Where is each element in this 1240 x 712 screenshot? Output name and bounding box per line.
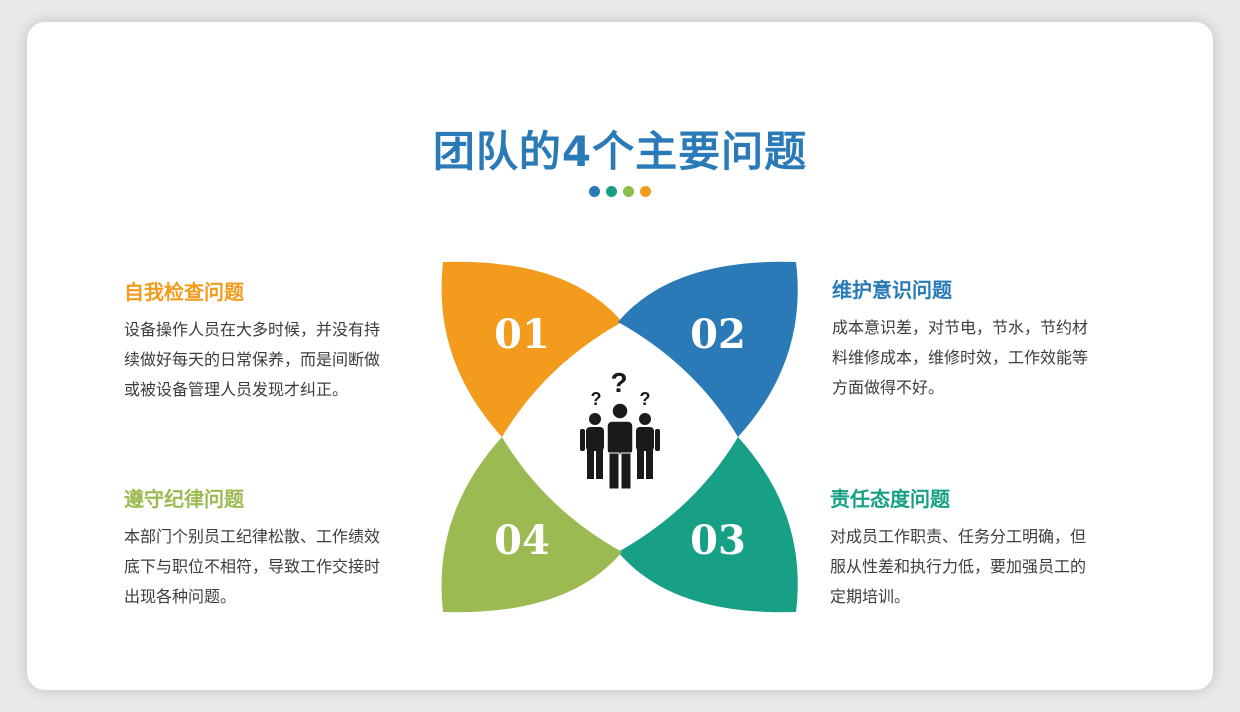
team-question-icon: ? ? ? [580,367,660,490]
svg-text:?: ? [591,389,602,409]
issue-block-02: 维护意识问题 成本意识差，对节电，节水，节约材 料维修成本，维修时效，工作效能等… [832,277,1122,403]
dot-teal [606,186,617,197]
issue-title-04: 遵守纪律问题 [124,487,244,511]
dot-orange [640,186,651,197]
dot-blue [589,186,600,197]
petal-number-01: 01 [494,311,550,358]
issue-body-01: 设备操作人员在大多时候，并没有持 续做好每天的日常保养，而是间断做 或被设备管理… [124,315,414,405]
issue-body-03: 对成员工作职责、任务分工明确，但 服从性差和执行力低，要加强员工的 定期培训。 [830,522,1120,612]
issue-line: 续做好每天的日常保养，而是间断做 [124,350,381,369]
slide-card [27,22,1213,690]
issue-line: 对成员工作职责、任务分工明确，但 [830,527,1087,546]
dot-green [623,186,634,197]
issue-body-04: 本部门个别员工纪律松散、工作绩效 底下与职位不相符，导致工作交接时 出现各种问题… [124,522,414,612]
issue-line: 或被设备管理人员发现才纠正。 [124,380,349,399]
issue-line: 服从性差和执行力低，要加强员工的 [830,557,1087,576]
svg-text:?: ? [640,389,651,409]
petal-01 [441,261,622,437]
petal-number-03: 03 [690,517,746,564]
issue-body-02: 成本意识差，对节电，节水，节约材 料维修成本，维修时效，工作效能等 方面做得不好… [832,313,1122,403]
issue-line: 本部门个别员工纪律松散、工作绩效 [124,527,381,546]
petal-02 [618,261,798,437]
issue-block-03: 责任态度问题 对成员工作职责、任务分工明确，但 服从性差和执行力低，要加强员工的… [830,486,1120,612]
issue-title-01: 自我检查问题 [124,280,244,304]
petal-number-02: 02 [690,311,746,358]
issue-line: 出现各种问题。 [124,587,237,606]
petal-03 [618,437,798,613]
title-dots [589,186,653,198]
issue-title-02: 维护意识问题 [832,278,952,302]
page-title: 团队的4个主要问题 [432,127,808,176]
issue-title-03: 责任态度问题 [830,487,950,511]
petal-04 [441,437,622,613]
issue-line: 料维修成本，维修时效，工作效能等 [832,348,1089,367]
petal-number-04: 04 [494,517,550,564]
issue-line: 设备操作人员在大多时候，并没有持 [124,320,381,339]
issue-line: 定期培训。 [830,587,911,606]
issue-block-01: 自我检查问题 设备操作人员在大多时候，并没有持 续做好每天的日常保养，而是间断做… [124,279,414,405]
issue-block-04: 遵守纪律问题 本部门个别员工纪律松散、工作绩效 底下与职位不相符，导致工作交接时… [124,486,414,612]
issue-line: 成本意识差，对节电，节水，节约材 [832,318,1089,337]
issue-line: 方面做得不好。 [832,378,945,397]
issue-line: 底下与职位不相符，导致工作交接时 [124,557,381,576]
svg-text:?: ? [610,367,627,398]
